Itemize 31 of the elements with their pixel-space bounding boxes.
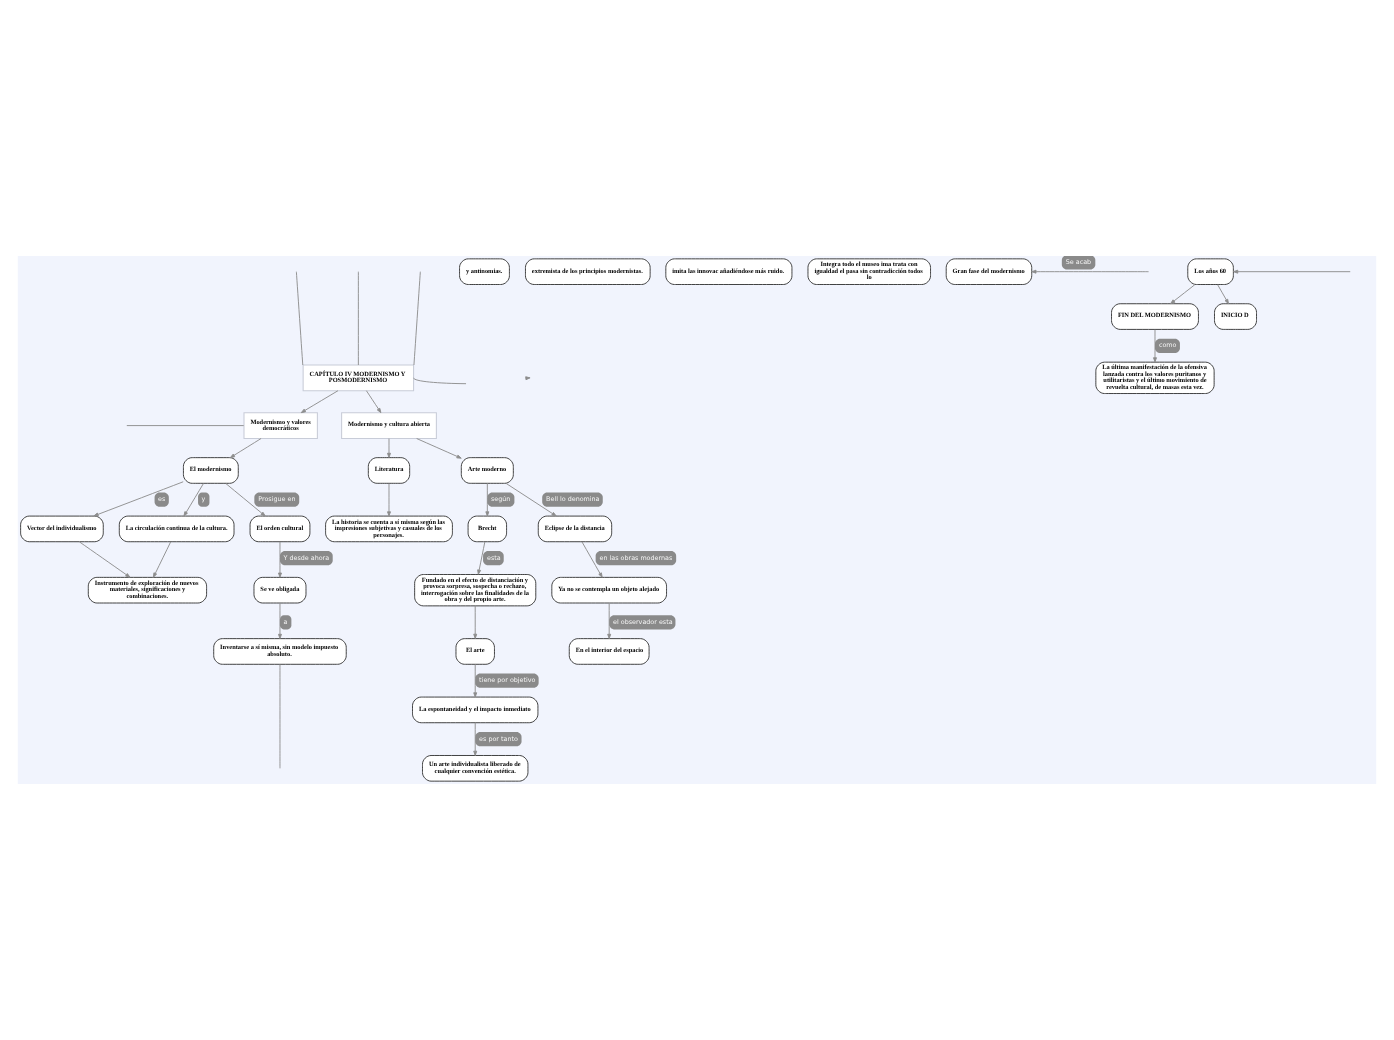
- arrow: [365, 390, 382, 414]
- arrow: [1217, 284, 1229, 305]
- connector: [413, 377, 467, 385]
- arrow: [79, 541, 131, 578]
- arrow: [1031, 269, 1150, 274]
- arrow: [387, 438, 391, 458]
- arrow: [152, 541, 172, 578]
- arrow: [1233, 269, 1351, 274]
- arrow: [278, 541, 282, 578]
- arrow: [477, 541, 486, 575]
- arrow: [1153, 329, 1157, 363]
- connector: [279, 663, 281, 769]
- connector: [357, 271, 359, 366]
- arrow: [93, 481, 184, 517]
- arrow: [1170, 284, 1196, 305]
- arrow: [183, 483, 204, 517]
- arrow: [473, 605, 478, 639]
- connector: [413, 271, 421, 366]
- arrow: [416, 438, 462, 459]
- connector: [126, 425, 245, 427]
- arrow: [300, 390, 339, 414]
- arrow: [581, 541, 603, 578]
- arrow: [229, 438, 262, 459]
- arrow: [387, 483, 391, 517]
- arrow: [473, 664, 478, 698]
- arrow: [485, 483, 490, 517]
- arrow: [225, 483, 266, 517]
- arrow: [278, 602, 282, 640]
- arrow: [505, 482, 557, 517]
- connector: [295, 271, 304, 366]
- arrow: [473, 722, 478, 756]
